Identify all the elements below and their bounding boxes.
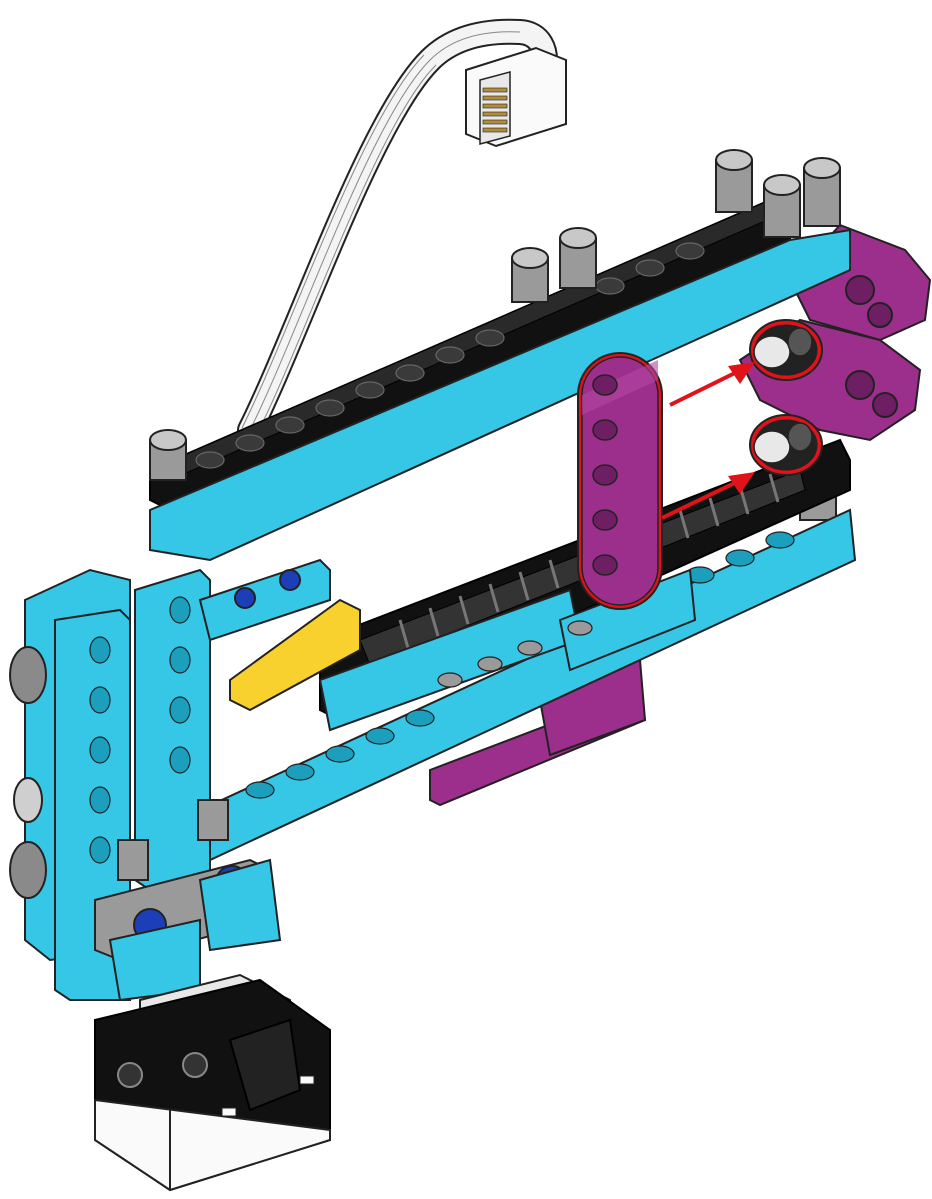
gray-pin-clip <box>94 799 282 1002</box>
cable-connector <box>465 46 567 148</box>
azure-upper-beam <box>149 228 851 562</box>
gray-hubs <box>9 646 47 899</box>
black-beam <box>148 198 792 512</box>
white-cable <box>237 18 558 443</box>
azure-middle-beam <box>318 568 697 732</box>
yellow-link <box>229 598 361 712</box>
magenta-beam <box>577 352 663 610</box>
red-insertion-arrows <box>661 362 755 520</box>
black-white-sensor <box>94 973 331 1192</box>
highlighted-pins <box>749 319 823 476</box>
